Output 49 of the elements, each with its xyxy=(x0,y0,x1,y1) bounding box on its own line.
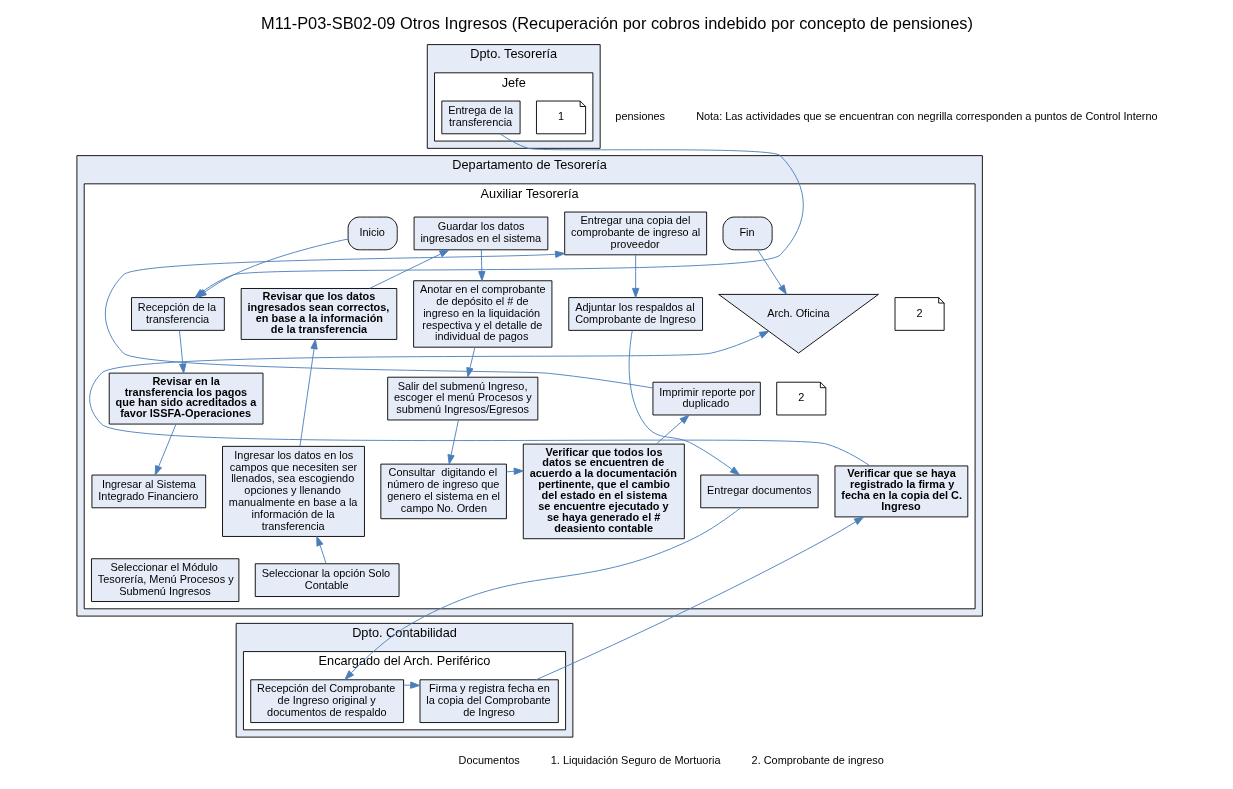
arrow xyxy=(298,339,318,447)
diagram-title: M11-P03-SB02-09 Otros Ingresos (Recuperación por cobros indebido por concepto de pensiones) xyxy=(260,13,973,32)
node-box: Ingresar al Sistema Integrado Financiero xyxy=(90,474,206,509)
arrow xyxy=(535,516,864,681)
node-box: Verificar que se haya registrado la firma y fecha en la copia del C. Ingreso xyxy=(834,465,968,518)
node-box: Verificar que todos los datos se encuentren de acuerdo a la documentación pertinente, que el cambio del estado en el sistema se encuentre ejecutado y se haya generado el # deasiento contable xyxy=(522,443,685,540)
label: Nota: Las actividades que se encuentran con negrilla corresponden a puntos de Control Interno xyxy=(695,110,1158,123)
node-box: Recepción de la transferencia xyxy=(130,297,225,331)
node-box: Entregar documentos xyxy=(699,474,819,509)
node-box: Fin xyxy=(722,216,773,251)
node-box: Anotar en el comprobante de depósito el # de ingreso en la liquidación respectiva y el detalle de individual de pagos xyxy=(412,280,552,348)
arrow xyxy=(447,419,459,465)
node-label: 2 xyxy=(797,391,804,404)
node-box: Entregar una copia del comprobante de ingreso al proveedor xyxy=(563,211,707,256)
node-box: Recepción del Comprobante de Ingreso original y documentos de respaldo xyxy=(249,679,404,723)
node-box: Seleccionar la opción Solo Contable xyxy=(254,563,399,597)
node-box: Imprimir reporte por duplicado xyxy=(652,381,761,416)
node-box: Seleccionar el Módulo Tesorería, Menú Procesos y Submenú Ingresos xyxy=(90,558,239,602)
label: pensiones xyxy=(614,110,665,123)
arrow xyxy=(628,330,740,476)
arrow xyxy=(631,254,639,298)
node-box: Consultar digitando el número de ingreso que genero el sistema en el campo No. Orden xyxy=(379,463,507,520)
arrow xyxy=(104,250,653,389)
arrow xyxy=(465,346,475,378)
arrow xyxy=(368,249,449,289)
label: Documentos xyxy=(458,753,520,766)
node-box: Salir del submenú Ingreso, escoger el menú Procesos y submenú Ingresos/Egresos xyxy=(386,376,538,421)
arrow xyxy=(344,507,741,680)
arrow xyxy=(88,330,871,467)
node-box: Firma y registra fecha en la copia del Comprobante de Ingreso xyxy=(419,679,559,723)
node-box: Entrega de la transferencia xyxy=(440,100,521,135)
node-box: Adjuntar los respaldos al Comprobante de Ingreso xyxy=(567,297,703,331)
arrow xyxy=(402,681,420,689)
node-box: Revisar en la transferencia los pagos que han sido acreditados a favor ISSFA-Operaciones xyxy=(108,372,263,425)
node-box: Ingresar los datos en los campos que necesiten ser llenados, sea escogiendo opciones y llenando manualmente en base a la información de la transferencia xyxy=(221,445,365,537)
arrow xyxy=(315,536,326,565)
node-label: 2 xyxy=(916,306,923,319)
label: 1. Liquidación Seguro de Mortuoria xyxy=(550,753,721,766)
arrow xyxy=(178,330,186,374)
node-box: Revisar que los datos ingresados sean correctos, en base a la información de la transferencia xyxy=(240,288,397,340)
arrow xyxy=(756,249,787,295)
arrow xyxy=(505,467,524,475)
node-box: Inicio xyxy=(347,216,398,251)
arrow xyxy=(655,414,689,445)
node-label: 1 xyxy=(557,110,564,123)
arrow xyxy=(477,249,485,282)
node-box: Guardar los datos ingresados en el sistema xyxy=(413,216,548,251)
label: 2. Comprobante de ingreso xyxy=(751,753,884,766)
arrow xyxy=(154,423,176,476)
